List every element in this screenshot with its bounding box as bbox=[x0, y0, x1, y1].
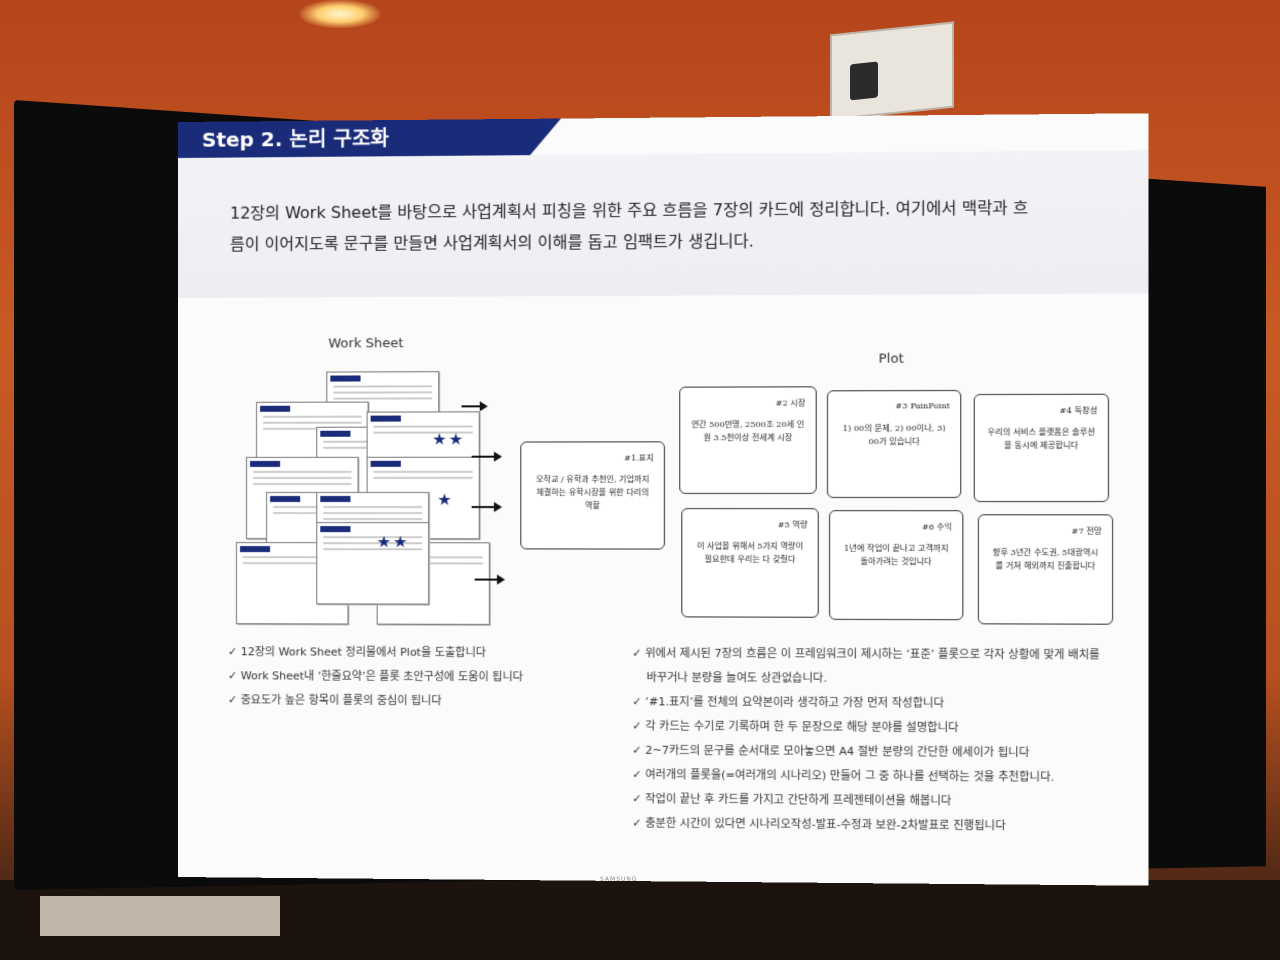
card-number: #2 시장 bbox=[776, 397, 806, 408]
card-text: 1년에 작업이 끝나고 고객까지 돌아가려는 것입니다 bbox=[840, 542, 952, 569]
bullet-continuation: 바꾸거나 분량을 늘여도 상관없습니다. bbox=[632, 666, 1127, 692]
right-bullet-list: 위에서 제시된 7장의 흐름은 이 프레임워크이 제시하는 ‘표준’ 플롯으로 … bbox=[632, 642, 1127, 840]
plot-card-revenue: #6 수익 1년에 작업이 끝나고 고객까지 돌아가려는 것입니다 bbox=[829, 510, 963, 620]
plot-card-originality: #4 독창성 우리의 서비스 플랫폼은 솔루션을 동시에 제공합니다 bbox=[974, 394, 1109, 502]
flow-arrow bbox=[472, 456, 500, 458]
left-bullet-list: 12장의 Work Sheet 정리물에서 Plot을 도출합니다 Work S… bbox=[228, 640, 632, 714]
tv-brand-logo: SAMSUNG bbox=[600, 876, 638, 883]
card-number: #7 전망 bbox=[1071, 526, 1101, 537]
intro-line-2: 름이 이어지도록 문구를 만들면 사업계획서의 이해를 돕고 임팩트가 생깁니다… bbox=[230, 223, 1109, 260]
step-header-bar: Step 2. 논리 구조화 bbox=[178, 119, 561, 158]
card-text: 오작교 / 유학과 추천인, 기업까지 체결하는 유학시장을 위한 다리의 역할 bbox=[531, 473, 653, 512]
flow-arrow bbox=[462, 405, 486, 407]
card-text: 연간 500만명, 2500조 20세 인원 3.5천이상 전세계 시장 bbox=[690, 418, 805, 445]
bullet-item: 각 카드는 수기로 기록하며 한 두 문장으로 해당 분야를 설명합니다 bbox=[632, 714, 1127, 741]
worksheet-sheet bbox=[316, 522, 429, 605]
intro-line-1: 12장의 Work Sheet를 바탕으로 사업계획서 피칭을 위한 주요 흐름… bbox=[230, 191, 1109, 228]
plot-card-outlook: #7 전망 향후 3년간 수도권, 5대광역시를 거쳐 해외까지 진출합니다 bbox=[978, 514, 1113, 624]
card-number: #1.표지 bbox=[624, 452, 654, 463]
shelf-note bbox=[40, 896, 280, 936]
priority-stars: ★★ bbox=[432, 430, 465, 449]
card-number: #3 PainPoint bbox=[895, 401, 949, 410]
flow-arrow bbox=[475, 579, 503, 581]
bullet-item: 충분한 시간이 있다면 시나리오작성-발표-수정과 보완-2차발표로 진행됩니다 bbox=[632, 811, 1127, 839]
worksheet-stack: ★★ ★ ★★ bbox=[236, 371, 478, 633]
card-number: #6 수익 bbox=[922, 521, 952, 532]
priority-stars: ★★ bbox=[377, 532, 410, 551]
flow-arrow bbox=[472, 506, 500, 508]
bullet-item: 작업이 끝난 후 카드를 가지고 간단하게 프레젠테이션을 해봅니다 bbox=[632, 787, 1127, 815]
bullet-item: 2~7카드의 문구를 순서대로 모아놓으면 A4 절반 분량의 간단한 에세이가… bbox=[632, 739, 1127, 766]
bullet-item: 위에서 제시된 7장의 흐름은 이 프레임워크이 제시하는 ‘표준’ 플롯으로 … bbox=[632, 642, 1127, 668]
bullet-item: 여러개의 플롯을(=여러개의 시나리오) 만들어 그 중 하나를 선택하는 것을… bbox=[632, 763, 1127, 791]
card-text: 향후 3년간 수도권, 5대광역시를 거쳐 해외까지 진출합니다 bbox=[989, 546, 1101, 573]
card-text: 1) 00의 문제, 2) 00이나, 3) 00가 있습니다 bbox=[838, 422, 950, 449]
card-number: #5 역량 bbox=[778, 519, 808, 530]
bullet-item: ‘#1.표지’를 전체의 요약본이라 생각하고 가장 먼저 작성합니다 bbox=[632, 690, 1127, 717]
bullet-item: 중요도가 높은 항목이 플롯의 중심이 됩니다 bbox=[228, 688, 632, 714]
plot-card-painpoint: #3 PainPoint 1) 00의 문제, 2) 00이나, 3) 00가 … bbox=[827, 390, 961, 498]
plot-card-market: #2 시장 연간 500만명, 2500조 20세 인원 3.5천이상 전세계 … bbox=[679, 386, 816, 494]
bullet-item: Work Sheet내 ‘한줄요약’은 플롯 초안구성에 도움이 됩니다 bbox=[228, 664, 632, 690]
priority-stars: ★ bbox=[437, 490, 454, 509]
ceiling-light bbox=[300, 0, 380, 28]
plot-card-cover: #1.표지 오작교 / 유학과 추천인, 기업까지 체결하는 유학시장을 위한 … bbox=[520, 441, 665, 549]
presentation-slide: Step 2. 논리 구조화 12장의 Work Sheet를 바탕으로 사업계… bbox=[178, 113, 1149, 885]
wall-speaker bbox=[830, 21, 954, 120]
plot-label: Plot bbox=[879, 351, 904, 366]
card-number: #4 독창성 bbox=[1060, 405, 1098, 416]
bullet-item: 12장의 Work Sheet 정리물에서 Plot을 도출합니다 bbox=[228, 640, 632, 666]
worksheet-label: Work Sheet bbox=[328, 336, 403, 351]
speaker-grill bbox=[850, 61, 878, 100]
plot-card-capability: #5 역량 이 사업을 위해서 5가지 역량이 필요한데 우리는 다 갖췄다 bbox=[681, 508, 818, 618]
card-text: 우리의 서비스 플랫폼은 솔루션을 동시에 제공합니다 bbox=[985, 425, 1097, 452]
step-title: Step 2. 논리 구조화 bbox=[202, 122, 389, 153]
card-text: 이 사업을 위해서 5가지 역량이 필요한데 우리는 다 갖췄다 bbox=[693, 539, 808, 565]
intro-text: 12장의 Work Sheet를 바탕으로 사업계획서 피칭을 위한 주요 흐름… bbox=[230, 191, 1109, 259]
